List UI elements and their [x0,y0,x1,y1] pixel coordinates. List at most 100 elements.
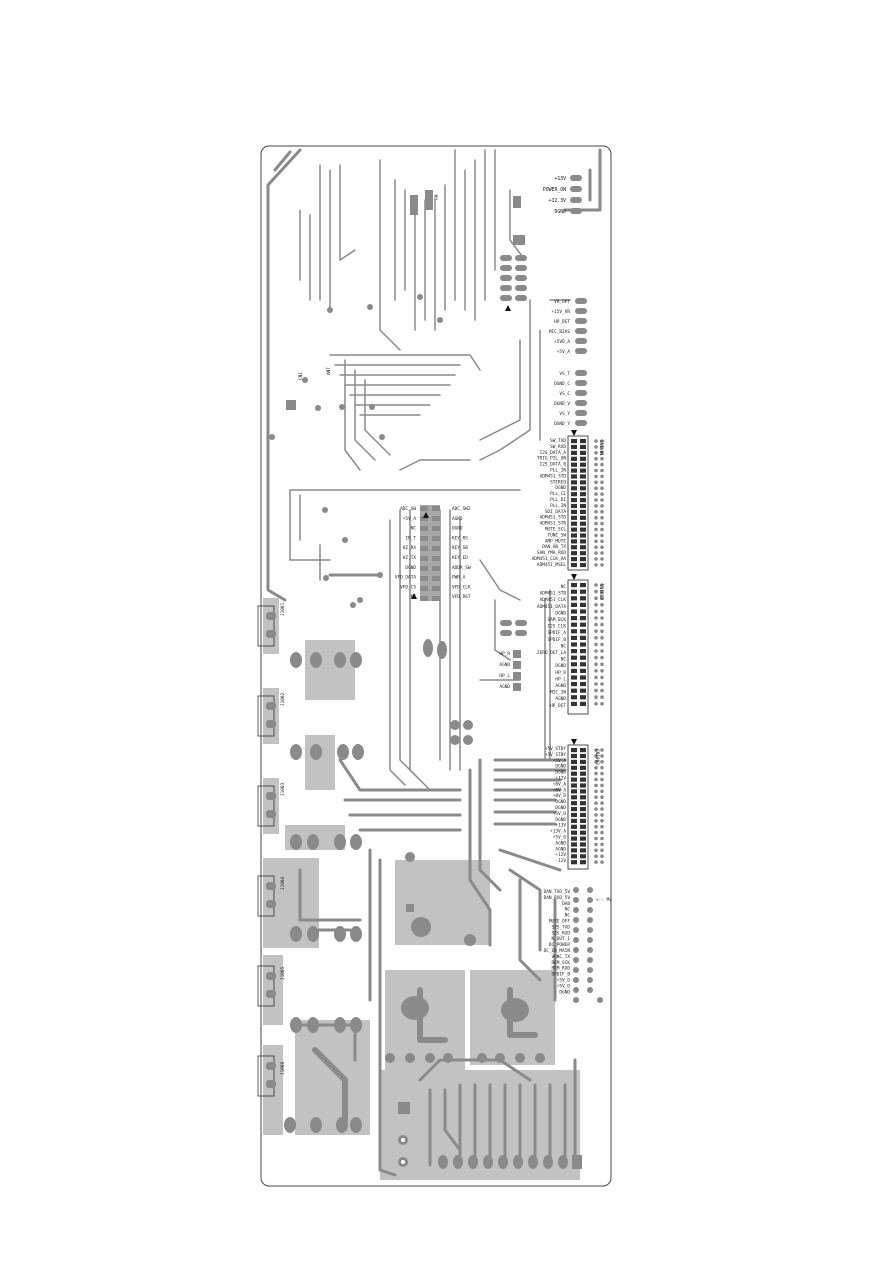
cn-mid-via [600,682,604,686]
cn-main-via [594,551,598,555]
label-br-14: SPDIF_B [551,972,570,978]
label-j1-1: SW_RXD [550,444,566,450]
cn-main-pin [580,509,586,514]
label-br-16: +5V_D [557,983,571,989]
label-pw-6: +8V_A [553,781,567,787]
cn-mid-via [600,589,604,594]
cn-main-pin [571,557,577,562]
cn-main-pin [571,480,577,485]
cn-power-via [600,842,604,847]
cn-power-via [600,848,604,853]
label-j1-19: SAN_YMA_RXD [537,550,566,556]
traces [266,148,602,1177]
label-pw-8: +8V_D [553,793,567,799]
cn-main-pin [580,444,586,450]
mid-right-signal-labels: VR_OPT +15V_VR HP_DET MIC_BIAS +5VD_A +5… [549,299,571,355]
cn-main-via [594,557,598,561]
cn-mid-via [594,702,598,706]
cn-mid-via [594,682,598,686]
label-jack-5: J1005 [280,966,286,980]
cn-power-pin [571,771,577,776]
jack-pad [266,1080,276,1088]
cn-power-pin [580,789,586,794]
label-pw-18: +12V [555,852,566,858]
cn-power-via [600,789,604,794]
cn-main-via [600,545,604,549]
cn-mid-via [594,688,598,693]
label-j1-17: AMP_MUTE [545,538,567,544]
cn-main-via [600,474,604,479]
cn-power-via [600,771,604,776]
label-j2-17: AGND [555,696,566,702]
label-j2-14: HP_L [555,676,566,682]
board-outline [260,145,612,1187]
jack-outline [257,965,275,1007]
label-pw-15: +5V_D [553,835,567,841]
connector-mid-labels: NCADM451_STBADM451_CLKADM451_DATADGNDSAM… [537,584,566,709]
cn-main-via [600,462,604,467]
cn-mid-pin [571,682,577,687]
cn-power-pin [571,854,577,859]
cn-mid-via [600,622,604,627]
label-icl-7: VFD_DATA [395,575,417,581]
cn-power-pin [580,824,586,829]
label-j2-12: DGND [555,663,566,669]
label-j2-18: HP_DET [550,703,566,709]
label-j2-0: NC [561,584,567,590]
cn-mid-pin [571,642,577,647]
jack-name-labels: J1001 J1002 J1003 J1004 J1005 J1006 [280,602,286,1075]
label-j1-18: DAN_HB_TX [542,544,566,550]
ic-left-labels: ADC_SW+5V_ANCIR_THZ_RXHZ_TXDGNDVFD_DATAV… [395,506,417,600]
cn-mid-via [594,589,598,594]
pin1-marker-ic [423,512,429,518]
cn-power-via [600,777,604,782]
cn-main-via [600,492,604,496]
cn-power-pin [571,748,577,753]
cn-main-pin [580,456,586,461]
label-jack-2: J1002 [280,692,286,706]
jack-pad [266,702,276,710]
cn-power-pin [571,795,577,800]
cn-power-pin [571,765,577,770]
label-j1-11: PLL_IN [550,503,566,509]
cn-power-via [594,854,598,858]
cn-power-via [594,795,598,799]
cn-power-pin [571,789,577,794]
jack-pad [266,900,276,908]
cn-main-pin [580,562,586,568]
label-5v-a: +5V_A [557,349,571,355]
cn-mid-pin [571,662,577,667]
label-pw-7: +8V_A [553,787,567,793]
cn-power-via [600,783,604,788]
label-hp-l: HP_L [499,673,510,679]
cn-main-via [594,539,598,544]
cn-power-via [600,795,604,799]
label-pw-3: DGND [555,764,566,770]
label-pw-1: +5V_STBY [545,752,567,758]
label-j2-5: SAM_BCK [547,617,566,623]
label-j1-0: SW_TXD [550,438,566,444]
label-j1-2: I2S_DATA_A [540,450,567,456]
label-power-on: POWER_ON [543,187,566,193]
cn-power-via [594,860,598,864]
label-jack-3: J1003 [280,782,286,796]
cn-mid-pin [580,701,586,706]
cn-mid-pin [580,655,586,660]
cn-main-pin [571,450,577,455]
cn-power-pin [580,854,586,859]
pin1-marker-mid [571,574,577,580]
cn-power-via [594,771,598,776]
cn-mid-via [600,616,604,620]
label-icl-3: IR_T [405,535,416,541]
label-j2-10: ZERO_DET_LA [537,650,566,656]
label-br-12: REM_SCK [551,960,570,966]
cn-power-pin [580,759,586,764]
label-pw-2: +5V_A [553,758,567,764]
cn-main-via [600,456,604,461]
cn-power-via [600,760,604,764]
cn-power-pin [571,759,577,764]
cn-main-via [600,504,604,508]
label-fm: FM [434,194,440,200]
label-icr-3: KEY_RS [452,535,468,541]
label-j2-13: HP_R [555,670,566,676]
